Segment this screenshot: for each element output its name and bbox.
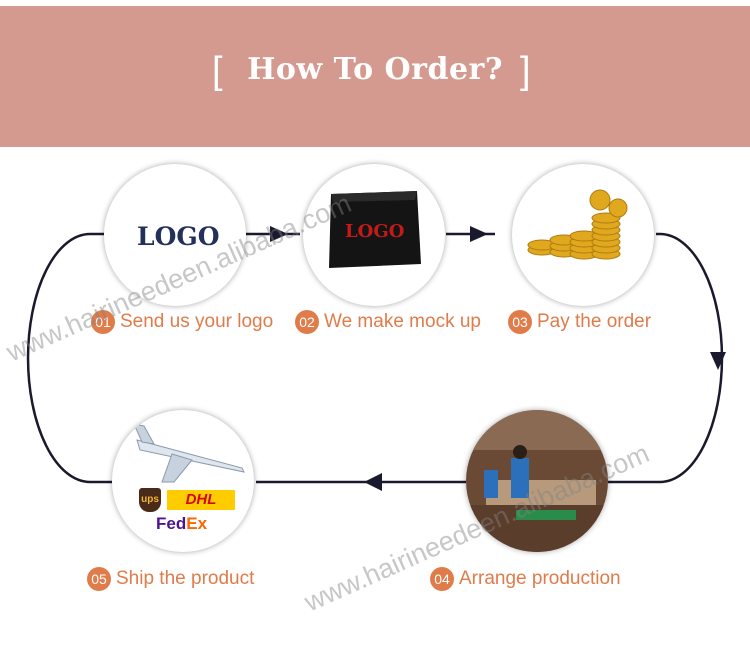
arrow-right-icon	[270, 226, 288, 242]
arrow-left-icon	[364, 473, 382, 491]
airplane-icon	[133, 423, 245, 483]
step-5-text: Ship the product	[116, 568, 255, 589]
step-4-text: Arrange production	[459, 568, 621, 589]
step-1-label: 01 Send us your logo	[91, 310, 273, 334]
step-5-label: 05 Ship the product	[87, 567, 254, 591]
step-number-badge: 03	[508, 310, 532, 334]
banner-top-strip	[0, 0, 750, 6]
flow-loop-line	[26, 232, 112, 484]
step-3-image	[512, 164, 654, 306]
step-2-label: 02 We make mock up	[295, 310, 481, 334]
step-5-image: ups DHL FedEx	[112, 410, 254, 552]
title-bracket-left: [	[212, 50, 223, 92]
gold-coins-icon	[527, 189, 628, 260]
ups-logo: ups	[139, 488, 161, 512]
step-3-label: 03 Pay the order	[508, 310, 651, 334]
step-number-badge: 05	[87, 567, 111, 591]
step-number-badge: 04	[430, 567, 454, 591]
arrow-down-icon	[710, 352, 726, 370]
arrow-right-icon	[470, 226, 488, 242]
step-number-badge: 02	[295, 310, 319, 334]
black-box-icon	[329, 191, 421, 268]
logo-mark: LOGO	[137, 222, 220, 251]
step-1-image: LOGO	[104, 164, 246, 306]
step-1-text: Send us your logo	[120, 311, 274, 332]
step-4-image	[466, 410, 608, 552]
factory-workers-photo	[466, 410, 608, 552]
dhl-logo: DHL	[167, 490, 235, 510]
step-2-text: We make mock up	[324, 311, 481, 332]
page-title: How To Order?	[247, 52, 503, 87]
step-2-image: LOGO	[303, 164, 445, 306]
banner-background	[0, 6, 750, 147]
logo-mark-red: LOGO	[345, 221, 405, 242]
step-3-text: Pay the order	[537, 311, 652, 332]
step-4-label: 04 Arrange production	[430, 567, 621, 591]
title-bracket-right: ]	[520, 50, 531, 92]
step-number-badge: 01	[91, 310, 115, 334]
fedex-logo: FedEx	[156, 514, 208, 533]
header-banner: [ How To Order? ]	[0, 0, 750, 147]
